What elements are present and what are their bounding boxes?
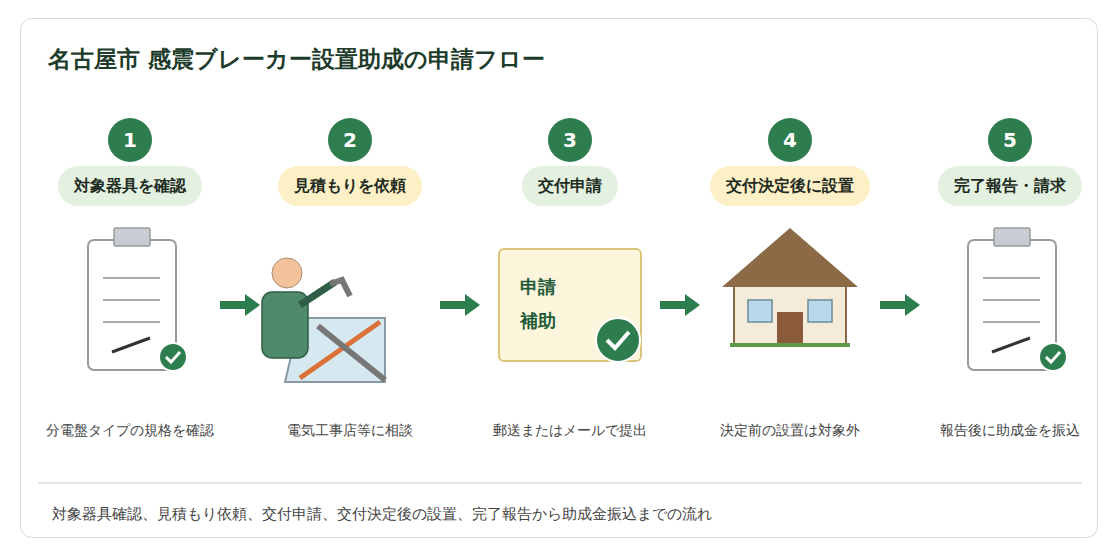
divider bbox=[38, 482, 1082, 484]
flow-arrow bbox=[220, 294, 260, 316]
step-label: 見積もりを依頼 bbox=[294, 166, 406, 206]
step-number-circle: 1 bbox=[108, 118, 152, 162]
estimate-icon bbox=[262, 258, 385, 382]
step-label-pill: 交付決定後に設置 bbox=[710, 166, 870, 206]
step-number-circle: 2 bbox=[328, 118, 372, 162]
arrow-shaft bbox=[660, 301, 686, 309]
step-label-pill: 対象器具を確認 bbox=[58, 166, 202, 206]
house-icon bbox=[722, 228, 858, 345]
step-note: 電気工事店等に相談 bbox=[260, 422, 440, 440]
diagram-caption: 対象器具確認、見積もり依頼、交付申請、交付決定後の設置、完了報告から助成金振込ま… bbox=[52, 505, 712, 524]
diagram-title: 名古屋市 感震ブレーカー設置助成の申請フロー bbox=[48, 44, 545, 75]
step-label-pill: 見積もりを依頼 bbox=[278, 166, 422, 206]
box-text: 申請 補助 bbox=[520, 270, 564, 338]
application-box: 申請 補助 bbox=[498, 248, 642, 362]
arrow-head bbox=[465, 294, 480, 316]
arrow-shaft bbox=[880, 301, 906, 309]
flow-arrow bbox=[660, 294, 700, 316]
step-note: 決定前の設置は対象外 bbox=[700, 422, 880, 440]
step-number-circle: 4 bbox=[768, 118, 812, 162]
step-number: 3 bbox=[548, 118, 592, 162]
step-band: 郵送またはメールで提出 3交付申請申請 補助 bbox=[480, 110, 660, 455]
check-mark bbox=[596, 318, 640, 362]
step-number: 2 bbox=[328, 118, 372, 162]
step-note: 報告後に助成金を振込 bbox=[920, 422, 1100, 440]
step-number: 5 bbox=[988, 118, 1032, 162]
step-number-circle: 5 bbox=[988, 118, 1032, 162]
arrow-head bbox=[685, 294, 700, 316]
step-number-circle: 3 bbox=[548, 118, 592, 162]
step-label-pill: 交付申請 bbox=[522, 166, 618, 206]
arrow-shaft bbox=[220, 301, 246, 309]
step-band: 電気工事店等に相談 2見積もりを依頼 bbox=[260, 110, 440, 455]
arrow-shaft bbox=[440, 301, 466, 309]
step-band: 決定前の設置は対象外 4交付決定後に設置 bbox=[700, 110, 880, 455]
step-number: 4 bbox=[768, 118, 812, 162]
clipboard-icon bbox=[968, 228, 1067, 371]
step-label: 交付申請 bbox=[538, 166, 602, 206]
step-label-pill: 完了報告・請求 bbox=[938, 166, 1082, 206]
step-number: 1 bbox=[108, 118, 152, 162]
step-band: 報告後に助成金を振込 5完了報告・請求 bbox=[920, 110, 1100, 455]
step-label: 対象器具を確認 bbox=[74, 166, 186, 206]
step-note: 分電盤タイプの規格を確認 bbox=[40, 422, 220, 440]
flow-arrow bbox=[880, 294, 920, 316]
clipboard-icon bbox=[88, 228, 187, 371]
step-note: 郵送またはメールで提出 bbox=[480, 422, 660, 440]
step-label: 交付決定後に設置 bbox=[726, 166, 854, 206]
arrow-head bbox=[245, 294, 260, 316]
flow-arrow bbox=[440, 294, 480, 316]
arrow-head bbox=[905, 294, 920, 316]
step-band: 分電盤タイプの規格を確認 1対象器具を確認 bbox=[40, 110, 220, 455]
step-label: 完了報告・請求 bbox=[954, 166, 1066, 206]
